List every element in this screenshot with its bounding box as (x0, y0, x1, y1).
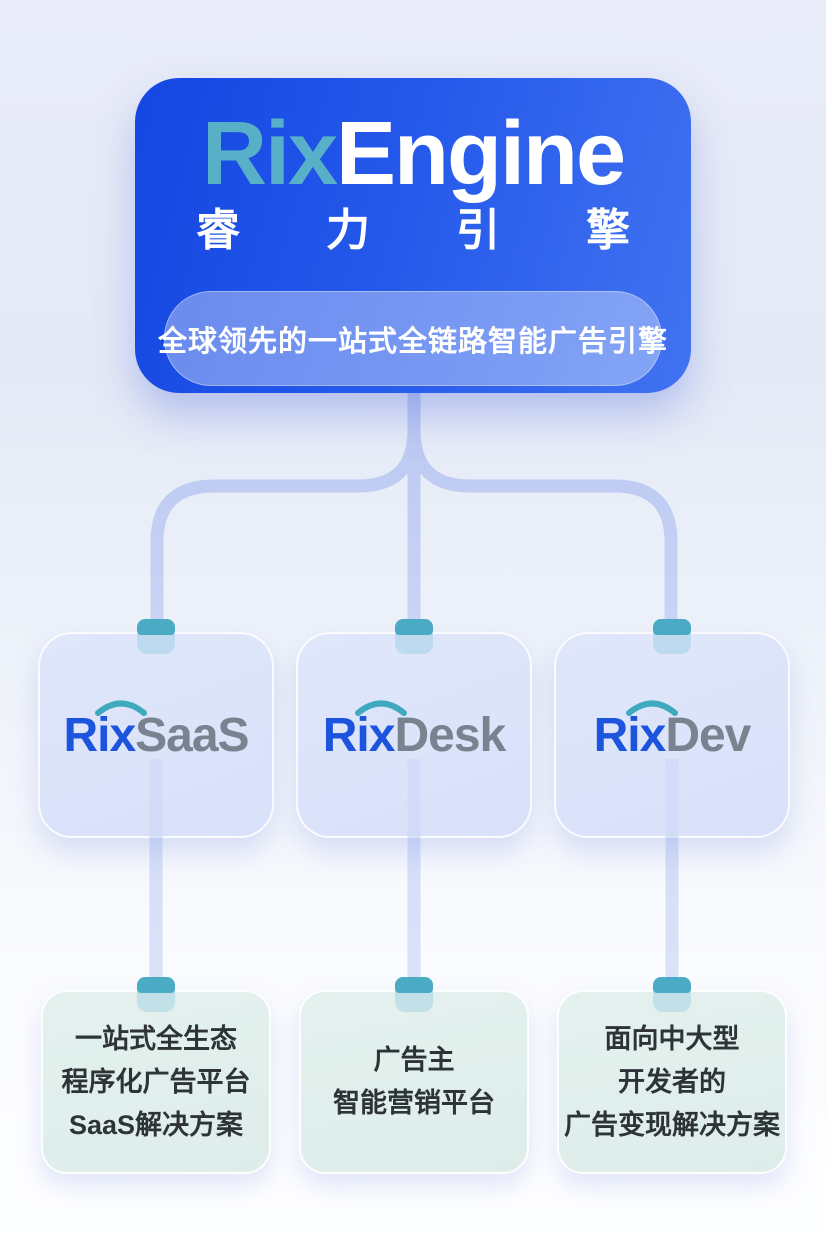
product-logo-prefix: Rix (63, 708, 136, 762)
tagline-text: 全球领先的一站式全链路智能广告引擎 (158, 325, 669, 358)
connector-node-icon (653, 619, 691, 635)
connector-right (407, 392, 678, 622)
description-card-rixsaas: 一站式全生态 程序化广告平台 SaaS解决方案 (41, 977, 271, 1174)
connector-node-icon (137, 619, 175, 635)
connector-left (150, 392, 421, 622)
product-logo-rixsaas: RixSaaS (40, 634, 272, 836)
product-logo-rixdev: RixDev (556, 634, 788, 836)
connector-pass-through (149, 759, 163, 838)
description-text: 广告主 智能营销平台 (333, 1045, 495, 1118)
connector-node-glow (653, 633, 691, 654)
description-card-rixdev: 面向中大型 开发者的 广告变现解决方案 (557, 977, 787, 1174)
brand-logo-suffix: Engine (336, 104, 626, 204)
description-text: 面向中大型 开发者的 广告变现解决方案 (564, 1023, 780, 1140)
brand-logo: RixEngine (135, 108, 691, 200)
product-card-rixdev: RixDev (554, 619, 790, 838)
tagline-pill: 全球领先的一站式全链路智能广告引擎 (158, 291, 667, 386)
product-logo-prefix: Rix (593, 708, 667, 762)
product-logo-suffix: Dev (665, 708, 751, 762)
connector-node-glow (137, 991, 175, 1012)
rix-arc-icon (95, 700, 148, 716)
description-text: 一站式全生态 程序化广告平台 SaaS解决方案 (61, 1023, 251, 1140)
product-card-rixdesk: RixDesk (296, 619, 532, 838)
product-card-rixsaas: RixSaaS (38, 619, 274, 838)
rix-arc-icon (625, 700, 678, 716)
connector-node-glow (653, 991, 691, 1012)
brand-logo-prefix: Rix (201, 104, 338, 204)
connector-pass-through (407, 759, 421, 838)
product-logo-suffix: Desk (394, 708, 506, 762)
connector-node-icon (395, 619, 433, 635)
brand-cn-title: 睿力引擎 (196, 206, 716, 255)
description-card-rixdesk: 广告主 智能营销平台 (299, 977, 529, 1174)
connector-node-icon (395, 977, 433, 993)
connector-node-icon (653, 977, 691, 993)
product-logo-suffix: SaaS (135, 708, 249, 762)
product-logo-prefix: Rix (322, 708, 396, 762)
connector-node-glow (137, 633, 175, 654)
brand-card: RixEngine 睿力引擎 全球领先的一站式全链路智能广告引擎 (135, 78, 691, 393)
product-logo-rixdesk: RixDesk (298, 634, 530, 836)
connector-node-glow (395, 991, 433, 1012)
connector-node-icon (137, 977, 175, 993)
connector-pass-through (665, 759, 679, 838)
connector-node-glow (395, 633, 433, 654)
rix-arc-icon (354, 700, 407, 716)
